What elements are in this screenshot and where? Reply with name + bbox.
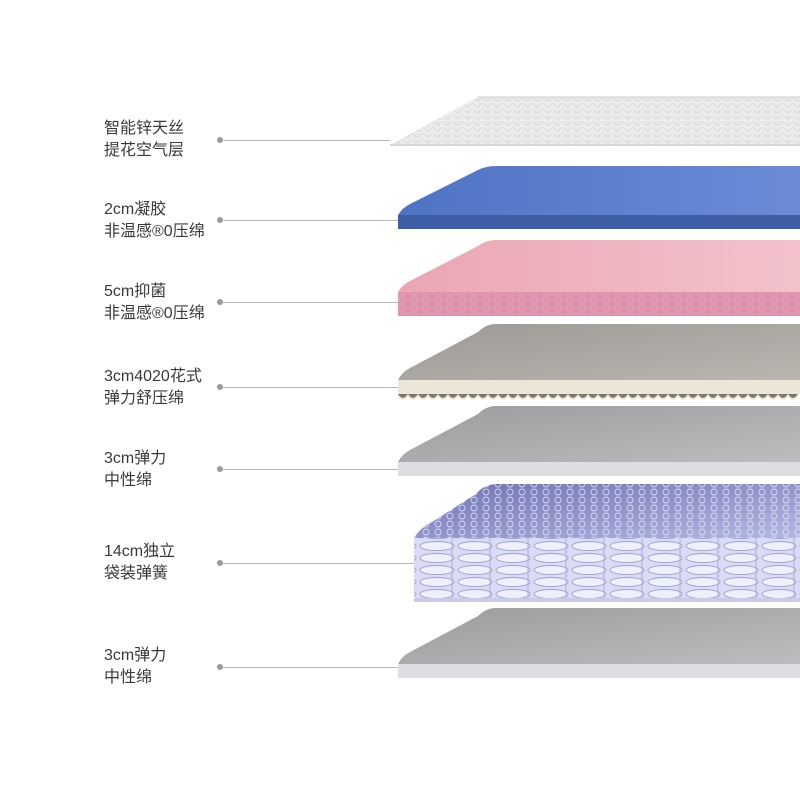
layer-label-7: 3cm弹力 中性绵 [104,645,234,689]
leader-line [222,140,390,141]
layer-label-line: 非温感®0压绵 [104,221,234,243]
leader-line [222,387,398,388]
leader-line [222,469,398,470]
layer-4-wave-foam [398,324,800,399]
layer-2-blue-gel [398,166,800,229]
layer-label-line: 3cm弹力 [104,645,234,667]
layer-label-line: 袋装弹簧 [104,563,234,585]
layer-label-4: 3cm4020花式 弹力舒压绵 [104,366,234,410]
layer-label-line: 2cm凝胶 [104,199,234,221]
layer-label-line: 3cm弹力 [104,448,234,470]
layer-5-grey-foam [398,406,800,476]
layer-label-1: 智能锌天丝 提花空气层 [104,118,234,162]
layer-label-line: 5cm抑菌 [104,281,234,303]
layer-label-5: 3cm弹力 中性绵 [104,448,234,492]
layer-label-line: 智能锌天丝 [104,118,234,140]
layer-label-line: 弹力舒压绵 [104,388,234,410]
layer-label-line: 非温感®0压绵 [104,303,234,325]
layer-label-line: 中性绵 [104,470,234,492]
layer-label-line: 3cm4020花式 [104,366,234,388]
layer-label-3: 5cm抑菌 非温感®0压绵 [104,281,234,325]
layer-6-pocket-springs [414,484,800,602]
layer-label-line: 14cm独立 [104,541,234,563]
leader-line [222,563,414,564]
layer-label-2: 2cm凝胶 非温感®0压绵 [104,199,234,243]
layer-label-6: 14cm独立 袋装弹簧 [104,541,234,585]
layer-label-line: 提花空气层 [104,140,234,162]
layer-3-pink-foam [398,240,800,316]
layer-1-knit-top [390,97,800,145]
leader-line [222,302,398,303]
layer-label-line: 中性绵 [104,667,234,689]
leader-line [222,667,398,668]
leader-line [222,220,398,221]
layer-7-grey-foam [398,608,800,678]
